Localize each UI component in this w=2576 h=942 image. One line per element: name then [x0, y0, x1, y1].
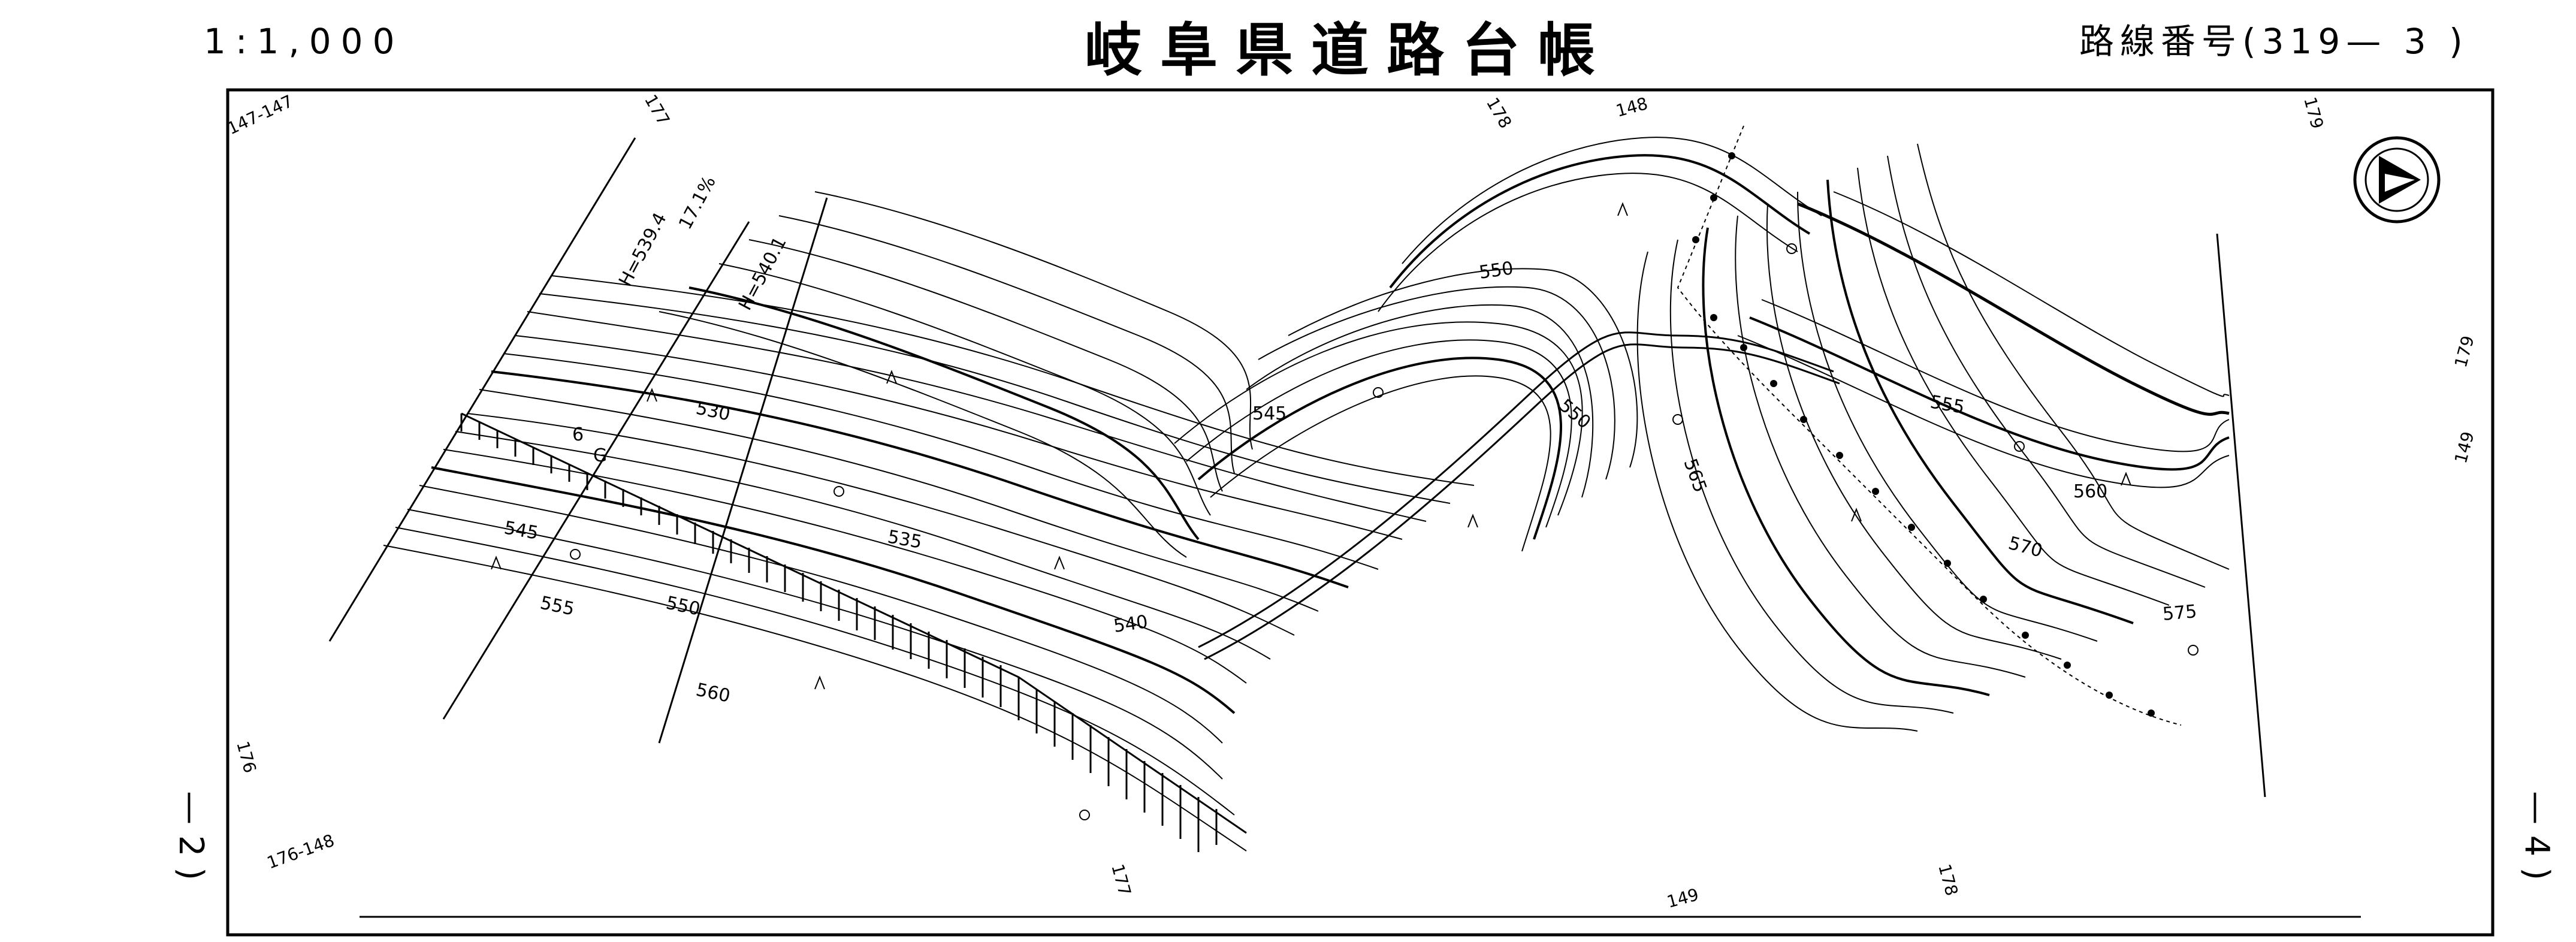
- contour-label: 550: [664, 593, 702, 620]
- sheet-ref: 178: [1482, 94, 1515, 132]
- annotation-grade: 17.1%: [675, 173, 720, 233]
- road: [1198, 331, 1840, 660]
- sheet-ref: 148: [1614, 93, 1650, 121]
- cut-slope-hachures: [460, 412, 1247, 852]
- sheet-ref: 147-147: [224, 91, 296, 138]
- sheet-ref: 177: [1107, 862, 1135, 898]
- sheet-ref: 179: [2300, 95, 2327, 131]
- contours-west: [383, 275, 1475, 852]
- annotation-height: H=540.1: [735, 233, 791, 313]
- contour-label: 560: [2073, 481, 2107, 502]
- page-title: 岐阜県道路台帳: [1085, 17, 1613, 84]
- contour-label: 555: [538, 593, 576, 620]
- sheet-ref-group: 147-147 177 178 148 179 176 176-148 177 …: [224, 91, 2478, 912]
- sheet-ref: 178: [1934, 862, 1962, 898]
- sheet-ref: 149: [2451, 430, 2478, 466]
- contour-label: 540: [1112, 611, 1149, 637]
- contour-label: 550: [1478, 258, 1515, 283]
- contour-label: 545: [1252, 403, 1287, 424]
- contours-middle: [1174, 137, 1822, 552]
- contour-label: 530: [694, 398, 732, 425]
- annotation-label: G: [593, 445, 607, 466]
- map-frame: [226, 88, 2495, 937]
- north-arrow-icon: [2353, 136, 2441, 224]
- route-number: 路線番号(319— 3 ): [2079, 21, 2469, 62]
- contour-label-group: 530 535 540 545 545 550 550 550 555 555 …: [503, 258, 2198, 707]
- annotation-height: H=539.4: [615, 209, 671, 289]
- sheet-ref: 149: [1665, 884, 1701, 912]
- adjacent-sheet-left: — 2 ): [171, 791, 210, 881]
- sheet-ref: 176-148: [264, 831, 337, 873]
- contour-label: 575: [2162, 601, 2198, 625]
- sheet-ref: 179: [2451, 334, 2478, 370]
- contour-label: 570: [2006, 533, 2045, 562]
- map-scale: 1:1,000: [204, 21, 404, 62]
- section-lines: [328, 137, 2266, 798]
- contour-label: 555: [1929, 391, 1966, 418]
- adjacent-sheet-right: — 4 ): [2517, 791, 2556, 881]
- annotation-label: 6: [572, 424, 584, 445]
- contour-label: 560: [694, 680, 732, 707]
- vegetation-symbols: [491, 202, 2198, 820]
- contours-east: [1636, 143, 2230, 732]
- contours-ridge: [659, 191, 1253, 558]
- sheet-ref: 176: [232, 739, 260, 775]
- contour-label: 545: [503, 517, 540, 544]
- sheet-ref: 177: [641, 91, 674, 129]
- survey-line: [1677, 125, 2182, 726]
- contour-label: 565: [1679, 456, 1710, 496]
